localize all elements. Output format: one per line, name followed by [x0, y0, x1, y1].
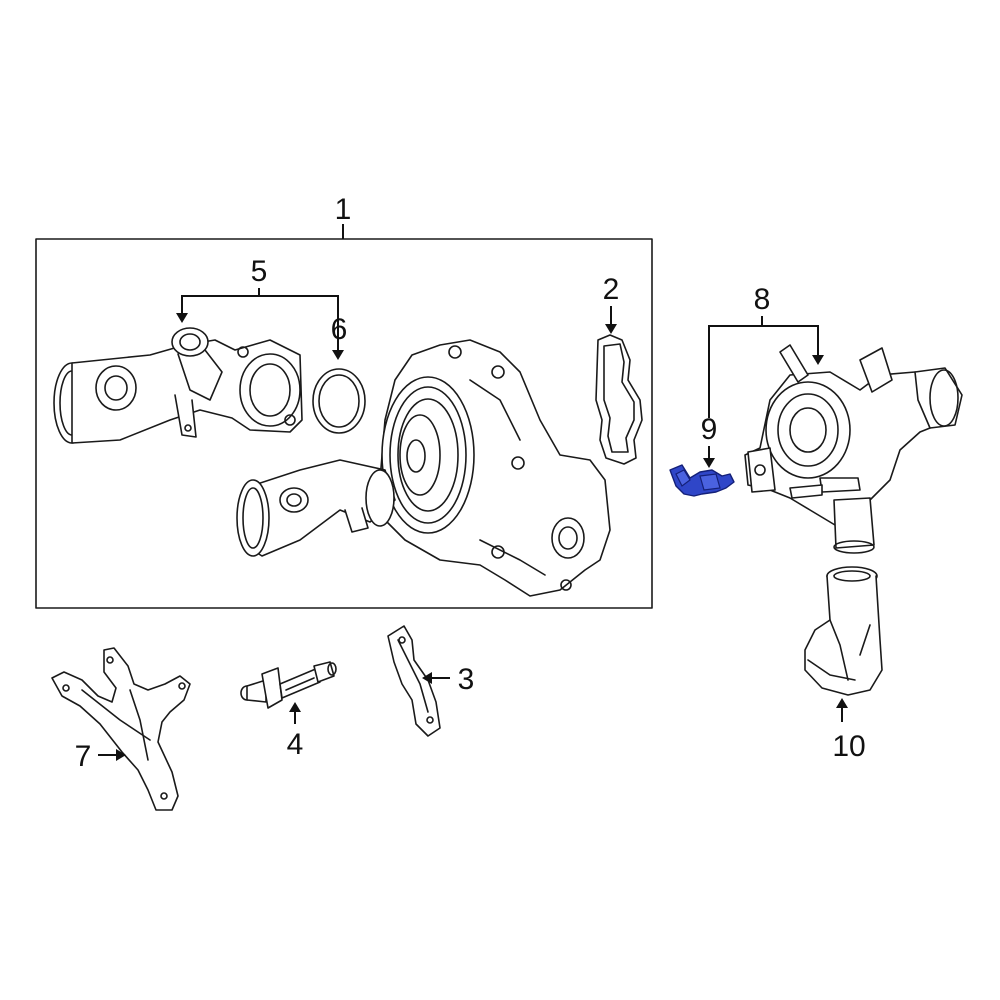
part-4-stud[interactable]: 4	[240, 661, 337, 761]
callout-6[interactable]: 6	[331, 313, 348, 346]
part-10-coolant-hose[interactable]: 10	[804, 566, 883, 763]
part-5-coolant-pipe[interactable]: 5 6	[53, 255, 348, 444]
callout-1[interactable]: 1	[335, 193, 352, 226]
water-pump[interactable]	[379, 339, 611, 597]
part-7-bracket[interactable]: 7	[51, 647, 191, 811]
callout-9[interactable]: 9	[701, 413, 718, 446]
part-3-bracket[interactable]: 3	[387, 625, 475, 737]
callout-4[interactable]: 4	[287, 728, 304, 761]
callout-2[interactable]: 2	[603, 273, 620, 306]
callout-5[interactable]: 5	[251, 255, 268, 288]
pump-outlet-pipe	[236, 459, 396, 557]
callout-7[interactable]: 7	[75, 740, 92, 773]
part-6-o-ring[interactable]	[312, 368, 366, 434]
part-2-gasket[interactable]: 2	[595, 273, 643, 465]
callout-10[interactable]: 10	[832, 730, 865, 763]
callout-3[interactable]: 3	[458, 663, 475, 696]
assembly-group-1: 1	[35, 193, 653, 609]
callout-8[interactable]: 8	[754, 283, 771, 316]
part-8-thermostat-housing[interactable]: 8	[708, 283, 963, 554]
part-9-temperature-sensor[interactable]: 9	[669, 413, 735, 497]
